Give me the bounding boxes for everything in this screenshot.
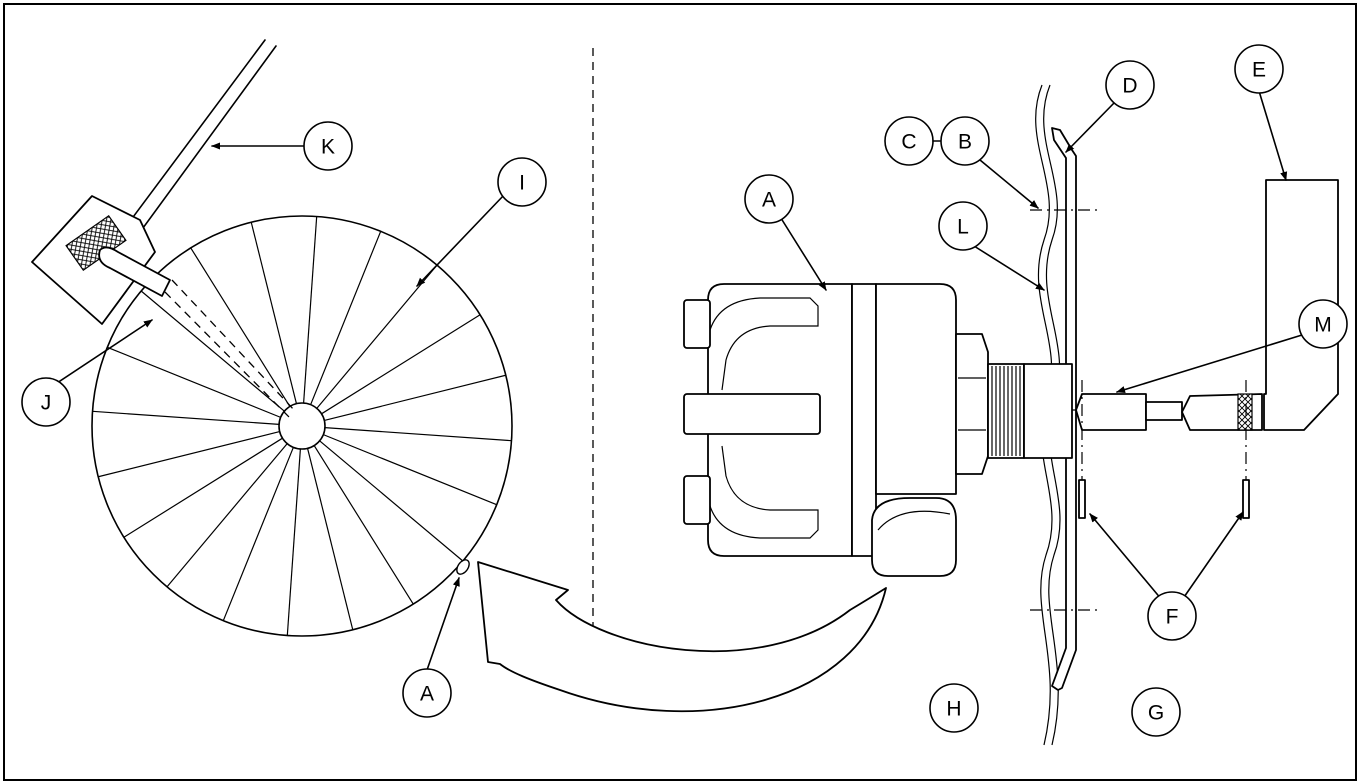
callout-g-label: G — [1148, 702, 1164, 725]
wheel-spoke — [321, 314, 481, 415]
probe-shaft — [1145, 401, 1183, 421]
housing-rear — [875, 283, 957, 495]
callout-l: L — [938, 201, 988, 251]
callout-b: B — [940, 116, 990, 166]
wheel-spoke — [140, 290, 285, 412]
wheel-spoke — [324, 427, 512, 442]
callout-j: J — [21, 377, 71, 427]
callout-c: C — [884, 116, 934, 166]
callout-f-label: F — [1166, 606, 1179, 629]
callout-h-label: H — [946, 698, 961, 721]
mounting-mark — [456, 559, 470, 575]
wheel-spoke — [107, 346, 281, 418]
rod-hidden-1 — [164, 291, 291, 419]
wheel-spoke — [306, 448, 354, 630]
probe-coupling-grip — [1237, 393, 1253, 431]
cover-panel — [1263, 179, 1339, 431]
leader-d — [1065, 101, 1116, 153]
callout-c-label: C — [901, 131, 916, 154]
leader-f-right — [1181, 511, 1244, 601]
cover-rib-bottom — [683, 475, 711, 525]
leader-b — [979, 159, 1039, 209]
probe-body — [1075, 393, 1147, 431]
callout-k: K — [303, 121, 353, 171]
callout-m-label: M — [1314, 314, 1332, 337]
leader-f-left — [1089, 513, 1163, 601]
wheel-spoke — [323, 434, 497, 506]
callout-m: M — [1298, 299, 1348, 349]
paddle-wheel-view — [31, 39, 513, 637]
leader-a-bottom — [426, 577, 460, 671]
cover-rib-middle — [683, 393, 821, 435]
leader-e — [1258, 90, 1288, 181]
wheel-spoke — [190, 247, 291, 407]
leader-j — [53, 319, 153, 386]
wheel-spoke — [250, 222, 298, 404]
callout-i-label: I — [519, 172, 525, 195]
rod — [98, 246, 171, 297]
shaft-edge-right — [123, 45, 277, 255]
wheel-spoke — [123, 437, 283, 538]
callout-a-bottom: A — [402, 668, 452, 718]
shaft-edge-left — [109, 39, 266, 249]
hex-nut — [955, 333, 989, 475]
rotation-arrow — [477, 561, 887, 713]
clip-right — [1242, 479, 1250, 519]
switch-housing — [683, 283, 1073, 577]
leader-a-top — [778, 214, 827, 291]
wheel-spoke — [310, 231, 382, 405]
leader-m — [1116, 334, 1303, 394]
fitting-threads — [991, 366, 1021, 456]
wheel-spoke — [313, 445, 414, 605]
rod-hidden-2 — [171, 279, 297, 413]
callout-d-label: D — [1122, 75, 1137, 98]
wheel-spoke — [286, 448, 301, 636]
leader-l — [973, 245, 1045, 291]
cover-lug-top — [709, 297, 819, 391]
callout-g: G — [1131, 687, 1181, 737]
leader-i — [416, 194, 505, 287]
callout-j-label: J — [41, 392, 52, 415]
callout-a-bottom-label: A — [420, 683, 434, 706]
wheel-spoke — [316, 264, 438, 409]
wheel-spoke — [319, 440, 464, 562]
wheel-spoke — [166, 443, 288, 588]
fitting-collar — [1023, 363, 1073, 459]
callout-h: H — [929, 683, 979, 733]
elbow-curve — [877, 510, 951, 531]
clip-left — [1078, 479, 1086, 519]
callout-i: I — [497, 157, 547, 207]
callout-a-top-label: A — [762, 189, 776, 212]
callout-k-label: K — [321, 136, 335, 159]
wheel-spoke — [92, 410, 280, 425]
callout-a-top: A — [744, 174, 794, 224]
wheel-spokes — [92, 216, 512, 636]
wheel-spoke — [222, 447, 294, 621]
callout-e-label: E — [1252, 59, 1266, 82]
callout-e: E — [1234, 44, 1284, 94]
callout-l-label: L — [957, 216, 969, 239]
cover-lug-bottom — [709, 445, 819, 539]
callout-f: F — [1147, 591, 1197, 641]
wheel-hub — [278, 402, 326, 450]
figure-frame — [3, 3, 1357, 781]
wheel-spoke — [324, 374, 506, 422]
callout-b-label: B — [958, 131, 972, 154]
cover-rib-top — [683, 299, 711, 349]
threaded-fitting — [987, 363, 1025, 459]
wheel-spoke — [98, 430, 280, 478]
conduit-elbow — [871, 497, 957, 577]
leader-lines — [53, 90, 1303, 671]
wheel-spoke — [303, 216, 318, 404]
callout-d: D — [1105, 60, 1155, 110]
